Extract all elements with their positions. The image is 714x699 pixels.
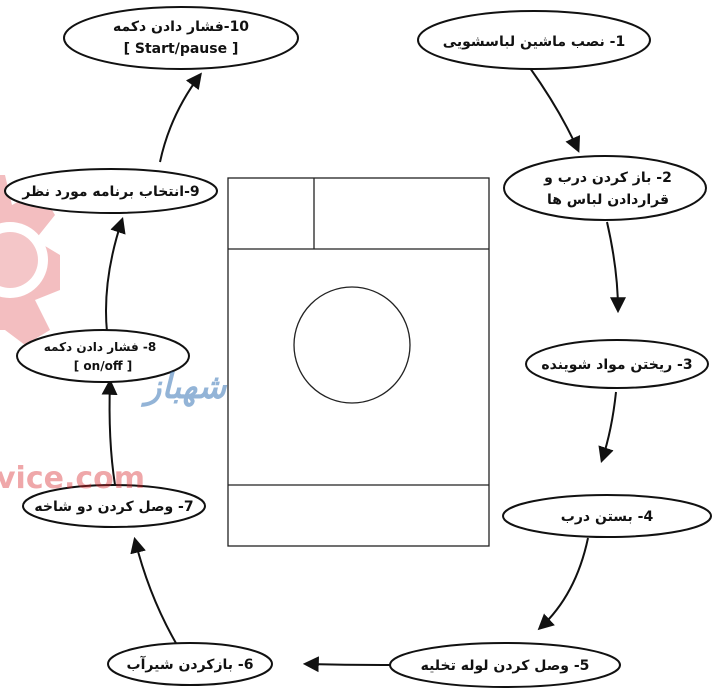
step-6: 6- بازکردن شیرآب <box>107 642 273 686</box>
flow-arrows <box>101 67 626 673</box>
step-5: 5- وصل کردن لوله تخلیه <box>389 642 621 688</box>
step-8-label-line1: 8- فشار دادن دکمه <box>44 340 157 354</box>
step-1-label: 1- نصب ماشین لباسشویی <box>443 34 626 50</box>
watermark-gear-logo <box>0 175 60 345</box>
arrow-5-to-6 <box>302 656 391 673</box>
step-2-label-line2: قراردادن لباس ها <box>547 192 669 208</box>
arrow-2-to-3 <box>606 221 626 314</box>
machine-door <box>293 286 411 404</box>
step-7-label: 7- وصل کردن دو شاخه <box>34 499 193 515</box>
step-9-label: 9-انتخاب برنامه مورد نظر <box>21 184 199 200</box>
arrow-6-to-7 <box>130 536 181 651</box>
step-10-label-line2: [ Start/pause ] <box>124 41 239 57</box>
step-3-label: 3- ریختن مواد شوینده <box>541 357 692 373</box>
step-10: 10-فشار دادن دکمه [ Start/pause ] <box>63 6 299 70</box>
watermark: شهباز vice.com <box>0 367 228 496</box>
arrow-1-to-2 <box>529 67 581 153</box>
arrow-8-to-9 <box>105 216 126 333</box>
step-2-label-line1: 2- باز کردن درب و <box>543 170 672 186</box>
step-1: 1- نصب ماشین لباسشویی <box>417 10 651 70</box>
arrow-3-to-4 <box>598 391 617 464</box>
step-2: 2- باز کردن درب و قراردادن لباس ها <box>503 155 707 221</box>
arrow-4-to-5 <box>537 537 589 631</box>
watermark-brand-fa: شهباز <box>140 367 228 407</box>
step-4-label: 4- بستن درب <box>561 509 654 525</box>
step-5-label: 5- وصل کردن لوله تخلیه <box>421 658 590 674</box>
step-9: 9-انتخاب برنامه مورد نظر <box>4 168 218 214</box>
washing-machine-drawing <box>227 177 490 547</box>
watermark-brand-url: vice.com <box>0 461 145 496</box>
step-8: 8- فشار دادن دکمه [ on/off ] <box>16 329 190 383</box>
arrow-9-to-10 <box>159 72 202 163</box>
step-7: 7- وصل کردن دو شاخه <box>22 484 206 528</box>
step-3: 3- ریختن مواد شوینده <box>525 339 709 389</box>
step-10-label-line1: 10-فشار دادن دکمه <box>113 19 249 35</box>
step-6-label: 6- بازکردن شیرآب <box>127 655 254 673</box>
step-4: 4- بستن درب <box>502 494 712 538</box>
step-8-label-line2: [ on/off ] <box>74 359 132 373</box>
arrow-7-to-8 <box>101 378 118 486</box>
